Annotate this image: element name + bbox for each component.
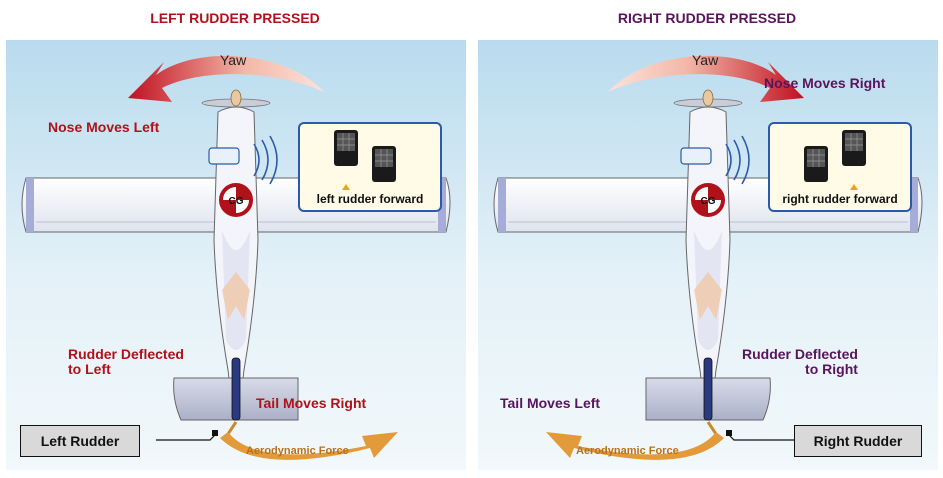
rudder-deflected-label: Rudder Deflected to Right	[742, 347, 858, 377]
pedal-icons	[334, 130, 396, 190]
rudder-deflected-line1: Rudder Deflected	[742, 346, 858, 362]
pedal-icons	[804, 130, 866, 190]
right-panel-title: RIGHT RUDDER PRESSED	[617, 10, 797, 26]
left-pedal-icon	[804, 146, 828, 182]
yaw-arrow	[608, 55, 804, 102]
left-pedal-icon	[334, 130, 358, 166]
yaw-label: Yaw	[692, 52, 719, 68]
callout-text: right rudder forward	[782, 192, 898, 206]
aerodynamic-force-label: Aerodynamic Force	[576, 445, 679, 457]
right-rudder-box: Right Rudder	[794, 425, 922, 457]
right-rudder-panel: CG Yaw Nose Moves Right Rudder Deflected…	[478, 40, 938, 470]
rudder-pedal-callout: right rudder forward	[768, 122, 912, 212]
right-pedal-icon	[372, 146, 396, 182]
left-airplane-diagram: CG	[21, 55, 451, 460]
rudder-deflected-line2: to Left	[68, 361, 111, 377]
left-rudder-box: Left Rudder	[20, 425, 140, 457]
aerodynamic-force-arrow	[546, 432, 724, 460]
nose-direction-label: Nose Moves Right	[764, 75, 886, 91]
callout-text: left rudder forward	[316, 192, 424, 206]
left-rudder-panel: CG Yaw Nose Moves Left Rudder Deflected …	[6, 40, 466, 470]
rudder	[703, 357, 713, 421]
left-panel-title: LEFT RUDDER PRESSED	[150, 10, 320, 26]
tail-direction-label: Tail Moves Right	[256, 395, 367, 411]
rudder	[231, 357, 241, 421]
cg-label: CG	[229, 196, 244, 207]
aerodynamic-force-arrow	[220, 432, 398, 460]
right-pedal-icon	[842, 130, 866, 166]
yaw-arrow	[128, 55, 324, 102]
yaw-label: Yaw	[220, 52, 247, 68]
pedal-forward-indicator	[850, 184, 858, 190]
nose-direction-label: Nose Moves Left	[48, 119, 160, 135]
tail-direction-label: Tail Moves Left	[500, 395, 601, 411]
rudder-deflected-label: Rudder Deflected to Left	[68, 347, 184, 377]
cg-label: CG	[701, 196, 716, 207]
pedal-forward-indicator	[342, 184, 350, 190]
aerodynamic-force-label: Aerodynamic Force	[246, 445, 349, 457]
rudder-pedal-callout: left rudder forward	[298, 122, 442, 212]
rudder-deflected-line2: to Right	[805, 361, 858, 377]
rudder-deflected-line1: Rudder Deflected	[68, 346, 184, 362]
